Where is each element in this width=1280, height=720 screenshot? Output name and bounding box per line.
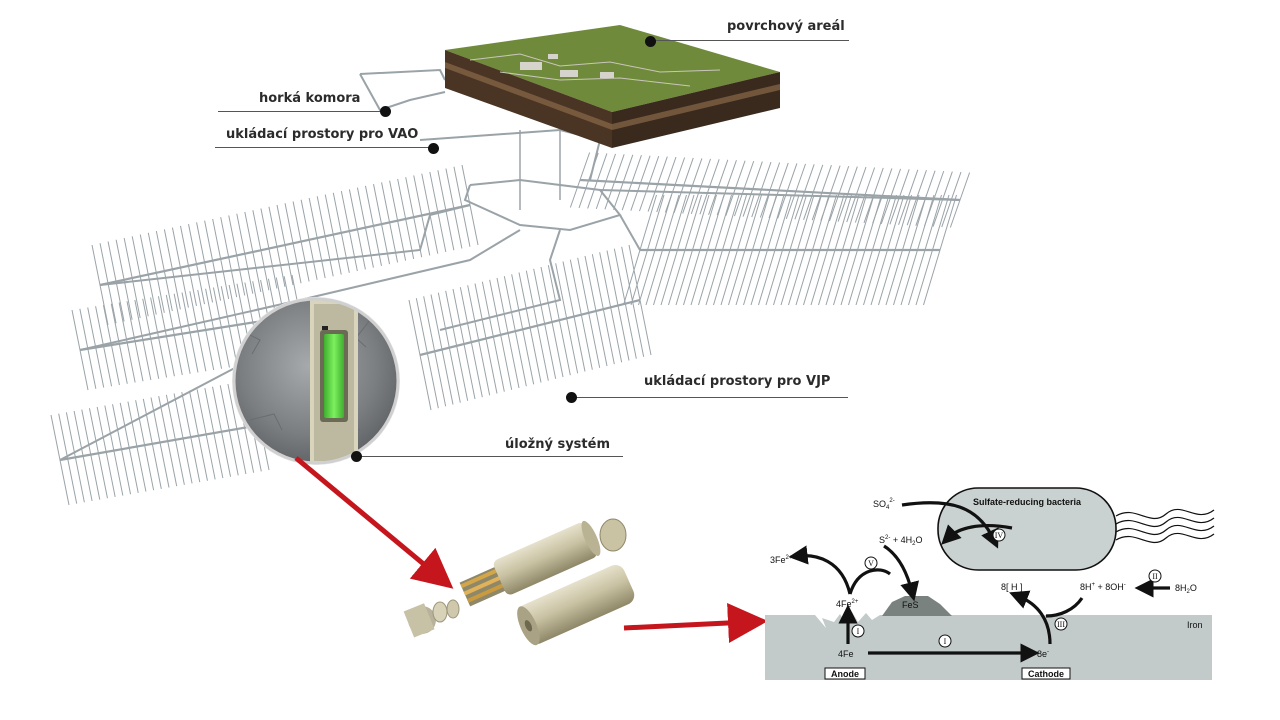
h8-label: 8[ H ] bbox=[1001, 582, 1023, 592]
fe-label: 4Fe bbox=[838, 649, 854, 659]
arrow-iii bbox=[1009, 590, 1052, 645]
h-oh-label: 8H+ + 8OH- bbox=[1080, 582, 1126, 592]
arrow-oh-join bbox=[1045, 597, 1084, 618]
marker-snf bbox=[566, 392, 577, 403]
corrosion-mechanism-diagram: IV V I I III II Sulfate-reducing bacteri… bbox=[765, 487, 1215, 680]
iron-slab bbox=[765, 612, 1212, 680]
canister-exploded-view bbox=[403, 518, 635, 646]
step-iii: III bbox=[1057, 620, 1065, 629]
step-iv: IV bbox=[995, 531, 1004, 540]
step-i-flow-circle bbox=[938, 634, 952, 648]
label-disposal-system: úložný systém bbox=[505, 437, 610, 452]
step-i-up: I bbox=[857, 627, 860, 636]
electrons-label: 8e- bbox=[1037, 649, 1049, 659]
tunnel-network bbox=[50, 68, 971, 506]
red-arrow-to-corrosion bbox=[623, 602, 768, 643]
step-i-flow: I bbox=[944, 637, 947, 646]
step-iv-circle bbox=[992, 528, 1006, 542]
cathode-box bbox=[1021, 667, 1071, 680]
label-hot-cell: horká komora bbox=[259, 91, 361, 106]
leader-disposal bbox=[357, 456, 623, 457]
surface-area-block bbox=[445, 25, 780, 148]
arrow-bacteria-to-s2 bbox=[941, 524, 1013, 545]
label-surface-area: povrchový areál bbox=[727, 19, 845, 34]
fe2-label: 4Fe2+ bbox=[836, 599, 859, 609]
step-i-up-circle bbox=[851, 624, 865, 638]
step-ii-circle bbox=[1148, 569, 1162, 583]
cathode-label: Cathode bbox=[1028, 669, 1064, 679]
disposal-system-cutaway bbox=[232, 297, 400, 465]
so4-label: SO42- bbox=[873, 498, 895, 511]
s2-h2o-label: S2- + 4H2O bbox=[879, 535, 922, 547]
fes-deposit bbox=[882, 596, 952, 616]
step-ii: II bbox=[1152, 572, 1158, 581]
arrow-v-fes bbox=[883, 544, 919, 602]
arrow-fe2-loop bbox=[848, 568, 891, 595]
marker-hot-cell bbox=[380, 106, 391, 117]
arrow-so4-to-bacteria bbox=[901, 501, 999, 549]
marker-hlw bbox=[428, 143, 439, 154]
bacteria-label: Sulfate-reducing bacteria bbox=[973, 497, 1082, 507]
step-v-circle bbox=[864, 556, 878, 570]
fes-label: FeS bbox=[902, 600, 919, 610]
step-v: V bbox=[868, 559, 874, 568]
step-iii-circle bbox=[1054, 617, 1068, 631]
sulfate-reducing-bacterium bbox=[937, 487, 1215, 571]
h2o-label: 8H2O bbox=[1175, 583, 1197, 595]
anode-label: Anode bbox=[831, 669, 859, 679]
label-snf-storage: ukládací prostory pro VJP bbox=[644, 374, 831, 389]
arrow-fe2-out bbox=[788, 545, 852, 595]
leader-surface bbox=[654, 40, 849, 41]
marker-surface bbox=[645, 36, 656, 47]
label-hlw-storage: ukládací prostory pro VAO bbox=[226, 127, 419, 142]
fe2-out-label: 3Fe2+ bbox=[770, 555, 793, 565]
iron-label: Iron bbox=[1187, 620, 1203, 630]
leader-snf bbox=[573, 397, 848, 398]
leader-hot-cell bbox=[218, 111, 388, 112]
leader-hlw bbox=[215, 147, 436, 148]
anode-box bbox=[824, 667, 866, 680]
marker-disposal bbox=[351, 451, 362, 462]
red-arrow-to-canister bbox=[294, 456, 454, 589]
